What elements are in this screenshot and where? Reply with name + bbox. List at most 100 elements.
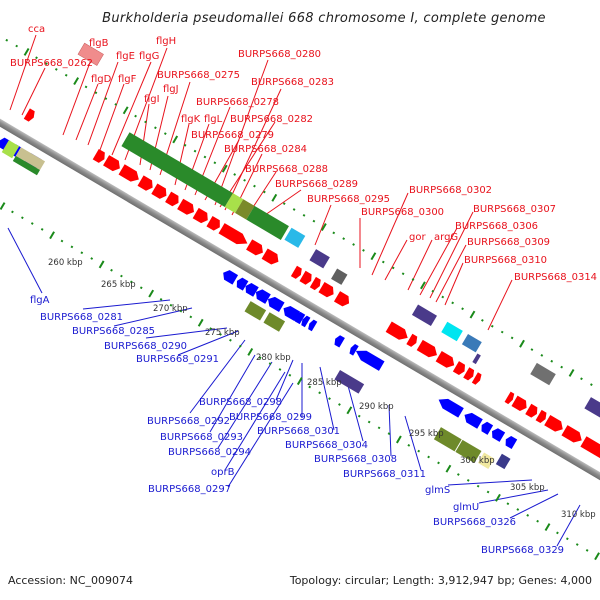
- gene-label[interactable]: BURPS668_0302: [409, 185, 492, 196]
- gene-label[interactable]: BURPS668_0262: [10, 58, 93, 69]
- gene-label[interactable]: BURPS668_0290: [104, 341, 187, 352]
- forward-cds-arrow: [151, 183, 167, 199]
- gene-label[interactable]: BURPS668_0310: [464, 255, 547, 266]
- forward-cds-arrow: [333, 291, 350, 307]
- feature-flgL[interactable]: [246, 205, 289, 240]
- gene-label[interactable]: flgE: [116, 51, 135, 62]
- feature-flg-small[interactable]: [224, 193, 244, 214]
- gene-label[interactable]: BURPS668_0282: [230, 114, 313, 125]
- gene-label[interactable]: flgH: [156, 36, 176, 47]
- feature-0306[interactable]: [472, 353, 481, 365]
- minor-tick: [94, 91, 98, 95]
- gene-label[interactable]: glmU: [453, 502, 479, 513]
- gene-label[interactable]: BURPS668_0279: [191, 130, 274, 141]
- gene-label[interactable]: argG: [434, 232, 458, 243]
- gene-label[interactable]: BURPS668_0301: [257, 426, 340, 437]
- gene-label[interactable]: BURPS668_0329: [481, 545, 564, 556]
- gene-label[interactable]: BURPS668_0275: [157, 70, 240, 81]
- feature-glmS-a[interactable]: [433, 427, 462, 452]
- gene-label[interactable]: BURPS668_0306: [455, 221, 538, 232]
- minor-tick: [506, 502, 510, 506]
- gene-label[interactable]: cca: [28, 24, 45, 35]
- feature-0310[interactable]: [530, 362, 556, 386]
- gene-label[interactable]: BURPS668_0283: [251, 77, 334, 88]
- gene-label[interactable]: BURPS668_0299: [229, 412, 312, 423]
- feature-flg-cluster[interactable]: [121, 132, 233, 207]
- gene-label[interactable]: BURPS668_0280: [238, 49, 321, 60]
- minor-tick: [20, 216, 24, 220]
- gene-label[interactable]: gor: [409, 232, 426, 243]
- minor-tick: [516, 508, 520, 511]
- gene-label[interactable]: BURPS668_0309: [467, 237, 550, 248]
- feature-small[interactable]: [1, 140, 20, 159]
- gene-label[interactable]: BURPS668_0294: [168, 447, 251, 458]
- gene-label[interactable]: flgJ: [163, 84, 179, 95]
- forward-cds-arrow: [580, 436, 600, 465]
- feature-0284[interactable]: [331, 268, 348, 285]
- gene-label[interactable]: flgF: [118, 74, 137, 85]
- gene-label[interactable]: BURPS668_0308: [314, 454, 397, 465]
- feature-0278[interactable]: [284, 227, 306, 248]
- gene-label[interactable]: oprB: [211, 467, 235, 478]
- reverse-cds-arrow: [481, 421, 494, 435]
- gene-label[interactable]: flgD: [91, 74, 112, 85]
- feature-flgA[interactable]: [12, 155, 40, 176]
- feature-0279[interactable]: [309, 249, 330, 269]
- feature-0304[interactable]: [334, 369, 365, 394]
- gene-label[interactable]: BURPS668_0298: [199, 397, 282, 408]
- gene-label[interactable]: BURPS668_0289: [275, 179, 358, 190]
- gene-label[interactable]: BURPS668_0314: [514, 272, 597, 283]
- feature-glmS-b[interactable]: [455, 439, 482, 464]
- forward-cds-arrow: [416, 339, 437, 358]
- gene-label[interactable]: BURPS668_0297: [148, 484, 231, 495]
- scale-tick-label: 260 kbp: [48, 258, 83, 268]
- gene-label[interactable]: BURPS668_0311: [343, 469, 426, 480]
- gene-label[interactable]: BURPS668_0288: [245, 164, 328, 175]
- forward-cds-arrow: [23, 108, 35, 122]
- gene-label[interactable]: BURPS668_0281: [40, 312, 123, 323]
- gene-label[interactable]: BURPS668_0295: [307, 194, 390, 205]
- genome-track: [0, 38, 600, 561]
- gene-label[interactable]: BURPS668_0285: [72, 326, 155, 337]
- feature-0302[interactable]: [461, 333, 482, 353]
- minor-tick: [203, 155, 207, 159]
- feature-0326[interactable]: [495, 453, 511, 470]
- gene-label[interactable]: BURPS668_0284: [224, 144, 307, 155]
- feature-cca[interactable]: [77, 42, 104, 66]
- gene-label[interactable]: BURPS668_0292: [147, 416, 230, 427]
- reverse-cds-arrow: [255, 289, 271, 304]
- gene-label[interactable]: flgA: [30, 295, 50, 306]
- gene-label[interactable]: flgL: [204, 114, 223, 125]
- gene-label[interactable]: BURPS668_0326: [433, 517, 516, 528]
- gene-label[interactable]: BURPS668_0300: [361, 207, 444, 218]
- gene-label[interactable]: BURPS668_0304: [285, 440, 368, 451]
- feature-0314[interactable]: [584, 397, 600, 433]
- feature-0291[interactable]: [263, 312, 286, 332]
- gene-label[interactable]: BURPS668_0278: [196, 97, 279, 108]
- gene-label[interactable]: flgI: [144, 94, 160, 105]
- minor-tick: [84, 85, 88, 89]
- feature-0290[interactable]: [244, 301, 267, 321]
- gene-label[interactable]: BURPS668_0291: [136, 354, 219, 365]
- gene-label[interactable]: flgK: [181, 114, 201, 125]
- forward-cds-arrow: [385, 321, 408, 340]
- feature-glmU[interactable]: [477, 452, 495, 469]
- scale-tick-label: 290 kbp: [359, 402, 394, 412]
- reverse-cds-arrow: [349, 344, 359, 356]
- minor-tick: [30, 222, 34, 225]
- gene-label[interactable]: BURPS668_0293: [160, 432, 243, 443]
- minor-tick: [451, 301, 455, 305]
- minor-tick: [302, 213, 306, 217]
- feature-0300[interactable]: [441, 321, 463, 342]
- minor-tick: [437, 461, 440, 465]
- forward-cds-arrow: [463, 367, 475, 381]
- gene-label[interactable]: flgG: [139, 51, 159, 62]
- minor-tick: [278, 368, 282, 371]
- feature-flgA-cluster[interactable]: [15, 147, 46, 171]
- feature-0295[interactable]: [411, 304, 437, 327]
- feature-flgK[interactable]: [235, 199, 255, 220]
- gene-label[interactable]: flgB: [89, 38, 109, 49]
- gene-label[interactable]: BURPS668_0307: [473, 204, 556, 215]
- gene-label[interactable]: glmS: [425, 485, 450, 496]
